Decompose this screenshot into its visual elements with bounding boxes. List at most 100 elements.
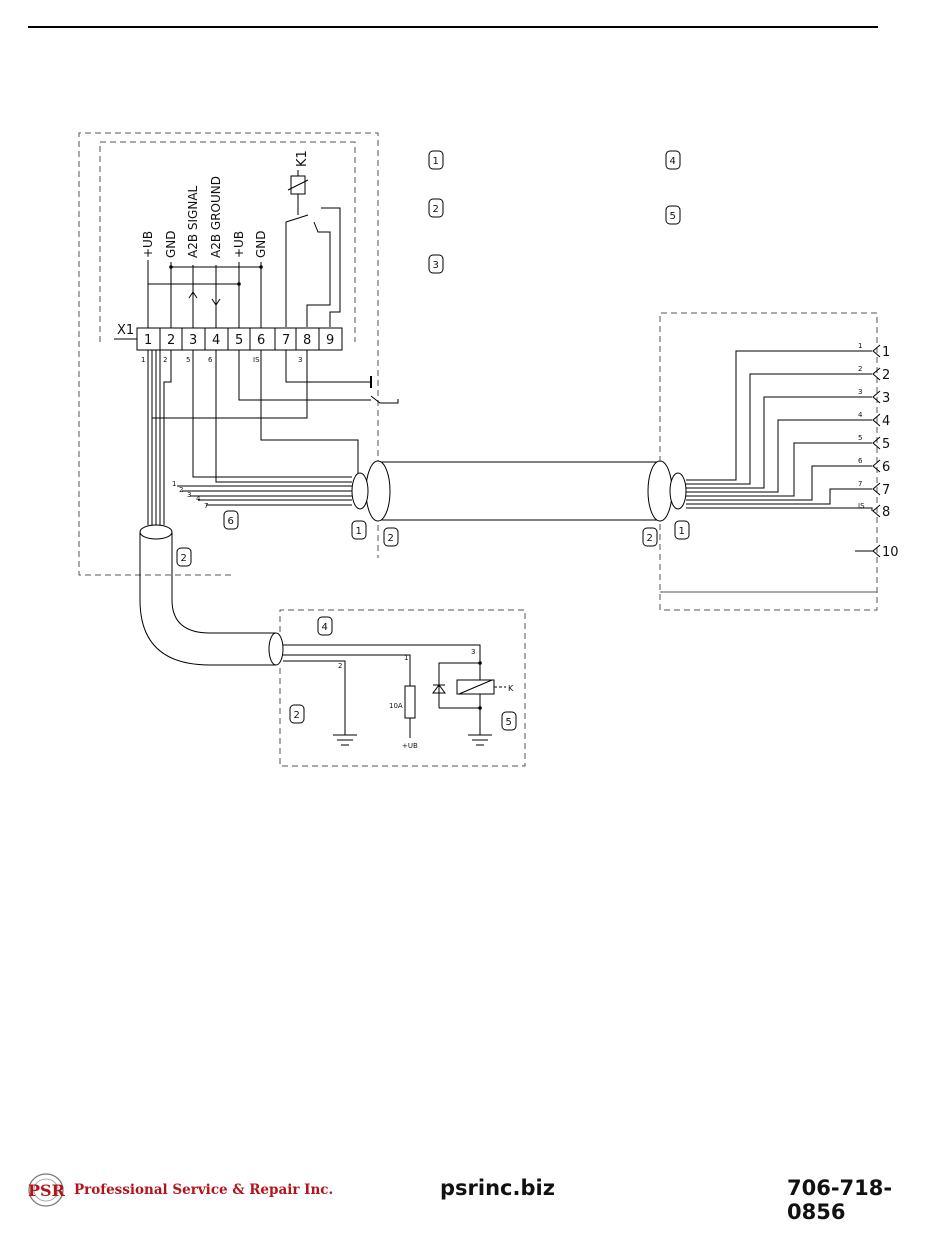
remote-wire bbox=[686, 420, 872, 492]
relay-k1 bbox=[286, 170, 340, 327]
pin-number: 6 bbox=[257, 333, 265, 348]
pin-function-labels: +UB GND A2B SIGNAL A2B GROUND +UB GND bbox=[141, 176, 268, 258]
bundle-wire-label: 7 bbox=[204, 502, 208, 510]
bundle-wire-label: 4 bbox=[196, 495, 201, 503]
callout-marker: 6 bbox=[224, 511, 238, 529]
remote-wire bbox=[686, 374, 872, 484]
svg-text:2: 2 bbox=[433, 204, 439, 215]
terminal-number: 4 bbox=[882, 414, 890, 429]
wire-number: 1 bbox=[141, 356, 145, 364]
pin-number: 3 bbox=[189, 333, 197, 348]
terminal-number: 7 bbox=[882, 483, 890, 498]
svg-text:4: 4 bbox=[670, 156, 676, 167]
wire-number: 2 bbox=[163, 356, 167, 364]
remote-wire-labels: 1234567IS bbox=[858, 342, 865, 510]
svg-text:1: 1 bbox=[433, 156, 439, 167]
pin-number: 1 bbox=[144, 333, 152, 348]
remote-wire-label: IS bbox=[858, 502, 865, 510]
svg-text:2: 2 bbox=[647, 533, 653, 544]
main-cable bbox=[352, 461, 686, 521]
remote-wire bbox=[686, 508, 872, 511]
callout-marker: 5 bbox=[502, 712, 516, 730]
remote-wire-label: 4 bbox=[858, 411, 863, 419]
supply-cable bbox=[140, 525, 283, 665]
svg-text:2: 2 bbox=[388, 533, 394, 544]
pin-number: 5 bbox=[235, 333, 243, 348]
bundle-wire-label: 2 bbox=[179, 486, 183, 494]
pin-function-label: A2B SIGNAL bbox=[186, 185, 200, 258]
pin-function-label: +UB bbox=[232, 231, 246, 258]
callout-marker: 3 bbox=[429, 255, 443, 273]
remote-wire-label: 3 bbox=[858, 388, 862, 396]
svg-text:5: 5 bbox=[670, 211, 676, 222]
callout-marker: 2 bbox=[643, 528, 657, 546]
terminal-number: 8 bbox=[882, 505, 890, 520]
remote-wire-label: 6 bbox=[858, 457, 863, 465]
svg-text:2: 2 bbox=[181, 553, 187, 564]
remote-wire-label: 1 bbox=[858, 342, 862, 350]
wire-label-3: 3 bbox=[471, 648, 475, 656]
terminal-number: 1 bbox=[882, 345, 890, 360]
bundle-wire-label: 1 bbox=[172, 480, 176, 488]
control-unit-housing bbox=[79, 133, 378, 575]
remote-wire-label: 2 bbox=[858, 365, 862, 373]
callout-marker: 1 bbox=[675, 521, 689, 539]
callout-marker: 5 bbox=[666, 206, 680, 224]
pin-number: 8 bbox=[303, 333, 311, 348]
remote-unit-housing bbox=[660, 313, 877, 610]
wire-number: IS bbox=[253, 356, 260, 364]
internal-wiring bbox=[148, 260, 261, 328]
svg-text:6: 6 bbox=[228, 516, 234, 527]
callout-marker: 2 bbox=[429, 199, 443, 217]
relay-label: K1 bbox=[295, 150, 310, 167]
pin-number: 7 bbox=[282, 333, 290, 348]
pin-number: 2 bbox=[167, 333, 175, 348]
pin-function-label: +UB bbox=[141, 231, 155, 258]
relay-box-wiring bbox=[283, 645, 506, 745]
pin-number: 9 bbox=[326, 333, 334, 348]
phone-number: 706-718-0856 bbox=[787, 1176, 950, 1224]
callout-marker: 2 bbox=[290, 705, 304, 723]
remote-wire bbox=[686, 351, 872, 480]
callout-marker: 4 bbox=[666, 151, 680, 169]
remote-wire bbox=[686, 466, 872, 500]
company-name: Professional Service & Repair Inc. bbox=[74, 1182, 333, 1198]
terminal-number: 5 bbox=[882, 437, 890, 452]
pin-number: 4 bbox=[212, 333, 220, 348]
remote-wires bbox=[686, 351, 872, 511]
fuse-label: 10A bbox=[389, 702, 403, 710]
callout-marker: 2 bbox=[384, 528, 398, 546]
website-link[interactable]: psrinc.biz bbox=[440, 1176, 555, 1200]
supply-label: +UB bbox=[402, 742, 418, 750]
svg-text:4: 4 bbox=[322, 622, 328, 633]
terminal-number: 10 bbox=[882, 545, 899, 560]
terminal-number: 2 bbox=[882, 368, 890, 383]
svg-text:1: 1 bbox=[356, 526, 362, 537]
relay-contact-label: K bbox=[508, 684, 514, 693]
wire-label-1: 1 bbox=[404, 654, 408, 662]
callout-marker: 1 bbox=[352, 521, 366, 539]
svg-text:1: 1 bbox=[679, 526, 685, 537]
svg-text:5: 5 bbox=[506, 717, 512, 728]
remote-wire-label: 7 bbox=[858, 480, 862, 488]
pin-function-label: A2B GROUND bbox=[209, 176, 223, 258]
svg-text:3: 3 bbox=[433, 260, 439, 271]
pin-function-label: GND bbox=[254, 230, 268, 258]
psr-logo: PSR bbox=[26, 1172, 72, 1208]
wire-number: 5 bbox=[186, 356, 190, 364]
connector-label: X1 bbox=[117, 323, 134, 338]
svg-text:2: 2 bbox=[294, 710, 300, 721]
pin-function-label: GND bbox=[164, 230, 178, 258]
logo-text: PSR bbox=[28, 1181, 66, 1200]
bundle-wire-label: 3 bbox=[187, 491, 191, 499]
wire-label-2: 2 bbox=[338, 662, 342, 670]
callout-marker: 2 bbox=[177, 548, 191, 566]
callout-marker: 4 bbox=[318, 617, 332, 635]
callout-marker: 1 bbox=[429, 151, 443, 169]
wire-number: 3 bbox=[298, 356, 302, 364]
terminal-number: 3 bbox=[882, 391, 890, 406]
